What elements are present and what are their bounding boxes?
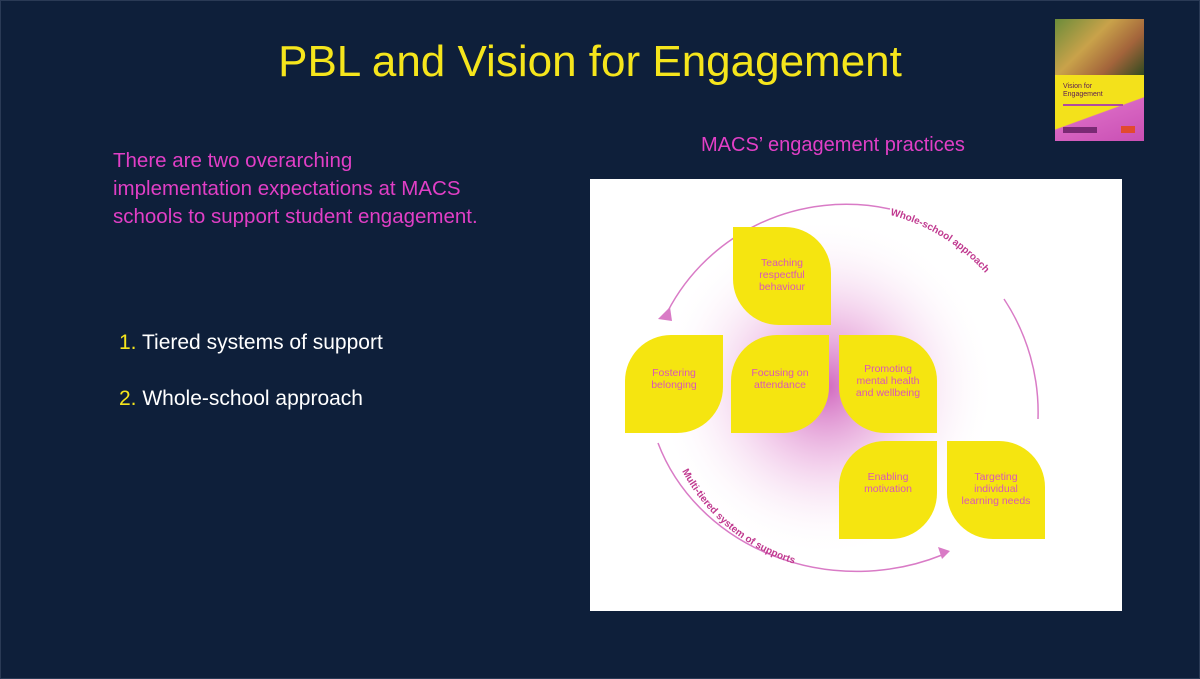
list-text: Whole-school approach: [142, 387, 363, 410]
diagram-caption: MACS’ engagement practices: [701, 134, 965, 156]
leaf-targeting-individual-learning-needs: Targeting individual learning needs: [947, 441, 1045, 539]
cover-rule: [1063, 104, 1123, 106]
list-item: 1. Tiered systems of support: [119, 331, 383, 359]
leaf-promoting-mental-health: Promoting mental health and wellbeing: [839, 335, 937, 433]
cover-photo: [1055, 19, 1144, 75]
cover-logo: [1121, 126, 1135, 133]
ring-arc-top: [663, 203, 891, 320]
expectations-list: 1. Tiered systems of support 2. Whole-sc…: [119, 331, 383, 443]
engagement-diagram: Whole-school approach Multi-tiered syste…: [590, 179, 1122, 611]
arrow-head-right: [938, 547, 950, 559]
ring-arc-right: [1003, 298, 1039, 420]
list-text: Tiered systems of support: [141, 331, 383, 354]
arrow-head-left: [658, 307, 672, 321]
leaf-teaching-respectful-behaviour: Teaching respectful behaviour: [733, 227, 831, 325]
ring-arc-bottom: [657, 442, 943, 573]
leaf-focusing-on-attendance: Focusing on attendance: [731, 335, 829, 433]
cover-title: Vision for Engagement: [1063, 83, 1103, 98]
list-number: 1.: [119, 331, 137, 354]
list-number: 2.: [119, 387, 137, 410]
slide-title: PBL and Vision for Engagement: [278, 37, 902, 86]
document-cover-thumbnail: Vision for Engagement: [1055, 19, 1144, 141]
leaf-enabling-motivation: Enabling motivation: [839, 441, 937, 539]
intro-text: There are two overarching implementation…: [113, 149, 478, 228]
list-item: 2. Whole-school approach: [119, 387, 383, 415]
leaf-fostering-belonging: Fostering belonging: [625, 335, 723, 433]
cover-footer: [1063, 127, 1097, 133]
